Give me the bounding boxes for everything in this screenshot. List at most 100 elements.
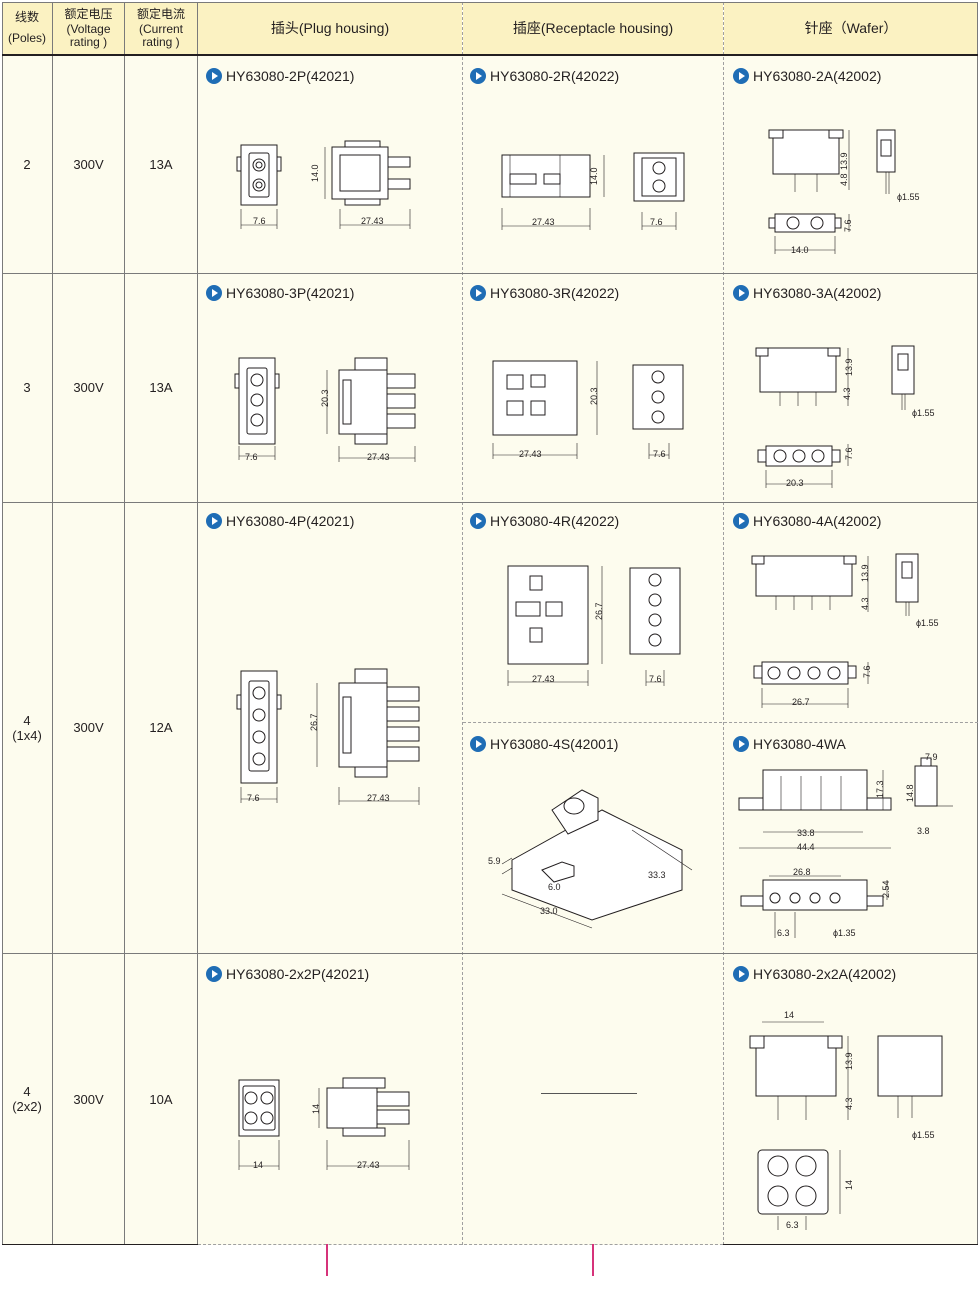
- dim-text: 7.6: [844, 447, 854, 460]
- grid-line: [2, 502, 978, 503]
- play-arrow-icon: [206, 68, 222, 84]
- receptacle-2r-drawing: 27.43 14.0 7.6: [501, 152, 685, 230]
- part-number-text: HY63080-2R(42022): [490, 68, 620, 84]
- dim-text: 7.6: [247, 793, 260, 803]
- plug-2p-drawing: 7.6 14.0 27.43: [236, 140, 411, 229]
- dim-text: ϕ1.55: [912, 408, 935, 418]
- play-arrow-icon: [206, 513, 222, 529]
- row-4-poles-sub: (2x2): [12, 1099, 42, 1114]
- page-marker: [592, 1244, 594, 1276]
- dim-text: ϕ1.35: [833, 928, 856, 938]
- play-arrow-icon: [470, 285, 486, 301]
- dim-text: 5.9: [488, 856, 501, 866]
- play-arrow-icon: [733, 736, 749, 752]
- part-number-text: HY63080-3P(42021): [226, 285, 355, 301]
- row-4-poles: 4(2x2): [2, 954, 52, 1244]
- row-1-voltage: 300V: [53, 56, 124, 272]
- row-4-voltage-text: 300V: [73, 1091, 104, 1107]
- dim-text: 7.6: [649, 674, 662, 684]
- row-2-current: 13A: [125, 274, 197, 501]
- row-2-current-text: 13A: [149, 380, 173, 395]
- dim-text: 20.3: [320, 389, 330, 407]
- row-4-current-text: 10A: [149, 1091, 173, 1107]
- dim-text: 7.6: [862, 665, 872, 678]
- dim-text: 7.9: [925, 752, 938, 762]
- dim-text: 14.0: [589, 167, 599, 185]
- row-3-current: 12A: [125, 503, 197, 952]
- play-arrow-icon: [733, 68, 749, 84]
- play-arrow-icon: [206, 966, 222, 982]
- part-number-text: HY63080-4P(42021): [226, 513, 355, 529]
- row-3-voltage-text: 300V: [73, 720, 104, 735]
- dim-text: ϕ1.55: [912, 1130, 935, 1140]
- grid-dash: [723, 2, 724, 1245]
- play-arrow-icon: [733, 966, 749, 982]
- terminal-4s-drawing: 5.9 6.0 33.0 33.3: [488, 789, 693, 929]
- dim-text: 26.8: [793, 867, 811, 877]
- row-3-poles-sub: (1x4): [12, 727, 42, 743]
- dim-text: 4.3: [860, 597, 870, 610]
- part-number-label: HY63080-4WA: [733, 736, 846, 752]
- part-number-label: HY63080-2A(42002): [733, 68, 881, 84]
- dim-text: 14: [311, 1104, 321, 1114]
- wafer-4a-drawing: 13.9 4.3 ϕ1.55 7.6 26.7: [751, 553, 939, 708]
- dim-text: 2.54: [881, 880, 891, 898]
- plug-2x2p-drawing: 14 14 27.43: [238, 1077, 410, 1170]
- row-2-voltage: 300V: [53, 274, 124, 501]
- row-1-voltage-text: 300V: [73, 156, 104, 172]
- part-number-text: HY63080-2A(42002): [753, 68, 882, 84]
- part-number-text: HY63080-2P(42021): [226, 68, 355, 84]
- dim-text: 27.43: [361, 216, 384, 226]
- dim-text: 13.9: [839, 152, 849, 170]
- row-1-poles: 2: [2, 56, 52, 272]
- grid-line: [197, 2, 198, 1245]
- header-receptacle-housing: 插座(Receptacle housing): [463, 2, 723, 54]
- dim-text: 13.9: [860, 564, 870, 582]
- part-number-label: HY63080-2x2P(42021): [206, 966, 369, 982]
- row-4-poles-text: 4: [23, 1084, 31, 1099]
- dim-text: 7.6: [650, 217, 663, 227]
- row-3-current-text: 12A: [149, 720, 173, 735]
- part-number-label: HY63080-4R(42022): [470, 513, 619, 529]
- dim-text: 3.8: [917, 826, 930, 836]
- dim-text: 27.43: [532, 217, 555, 227]
- dim-text: 27.43: [367, 793, 390, 803]
- dim-text: 14: [253, 1160, 263, 1170]
- dim-text: 27.43: [367, 452, 390, 462]
- header-poles-cn: 线数: [14, 10, 39, 24]
- dim-text: 26.7: [309, 713, 319, 731]
- grid-line: [2, 2, 978, 3]
- wafer-3a-drawing: 13.9 4.3 ϕ1.55 7.6 20.3: [755, 345, 935, 488]
- wafer-4wa-drawing: 17.3 33.8 44.4 7.9 14.8 3.8 26.8 2.54 6.…: [738, 752, 953, 938]
- part-number-text: HY63080-4R(42022): [490, 513, 620, 529]
- dim-text: 7.6: [253, 216, 266, 226]
- grid-line: [2, 2, 3, 1245]
- header-receptacle-text: 插座(Receptacle housing): [512, 20, 674, 36]
- dim-text: 4.3: [842, 387, 852, 400]
- header-poles-en: (Poles): [7, 31, 46, 45]
- header-wafer: 针座（Wafer）: [724, 2, 978, 54]
- part-number-label: HY63080-3R(42022): [470, 285, 619, 301]
- plug-4p-drawing: 7.6 26.7 27.43: [236, 668, 420, 805]
- grid-line: [52, 2, 53, 1245]
- part-number-text: HY63080-2x2A(42002): [753, 966, 897, 982]
- part-number-label: HY63080-4P(42021): [206, 513, 354, 529]
- page-marker: [326, 1244, 328, 1276]
- dim-text: 14.8: [905, 784, 915, 802]
- row-4-current: 10A: [125, 954, 197, 1244]
- part-number-label: HY63080-2P(42021): [206, 68, 354, 84]
- dim-text: 44.4: [797, 842, 815, 852]
- header-voltage-cn: 额定电压: [64, 6, 113, 21]
- part-number-text: HY63080-3A(42002): [753, 285, 882, 301]
- wafer-2x2a-drawing: 14 13.9 4.3 ϕ1.55 14 6.3: [749, 1010, 943, 1230]
- part-number-label: HY63080-4A(42002): [733, 513, 881, 529]
- grid-line: [2, 1244, 198, 1245]
- part-number-text: HY63080-2x2P(42021): [226, 966, 370, 982]
- dim-text: 6.3: [777, 928, 790, 938]
- receptacle-4r-drawing: 27.43 26.7 7.6: [507, 565, 681, 686]
- plug-3p-drawing: 7.6 20.3 27.43: [234, 357, 416, 462]
- dim-text: 13.9: [844, 358, 854, 376]
- part-number-label: HY63080-2x2A(42002): [733, 966, 896, 982]
- dim-text: 4.3: [844, 1097, 854, 1110]
